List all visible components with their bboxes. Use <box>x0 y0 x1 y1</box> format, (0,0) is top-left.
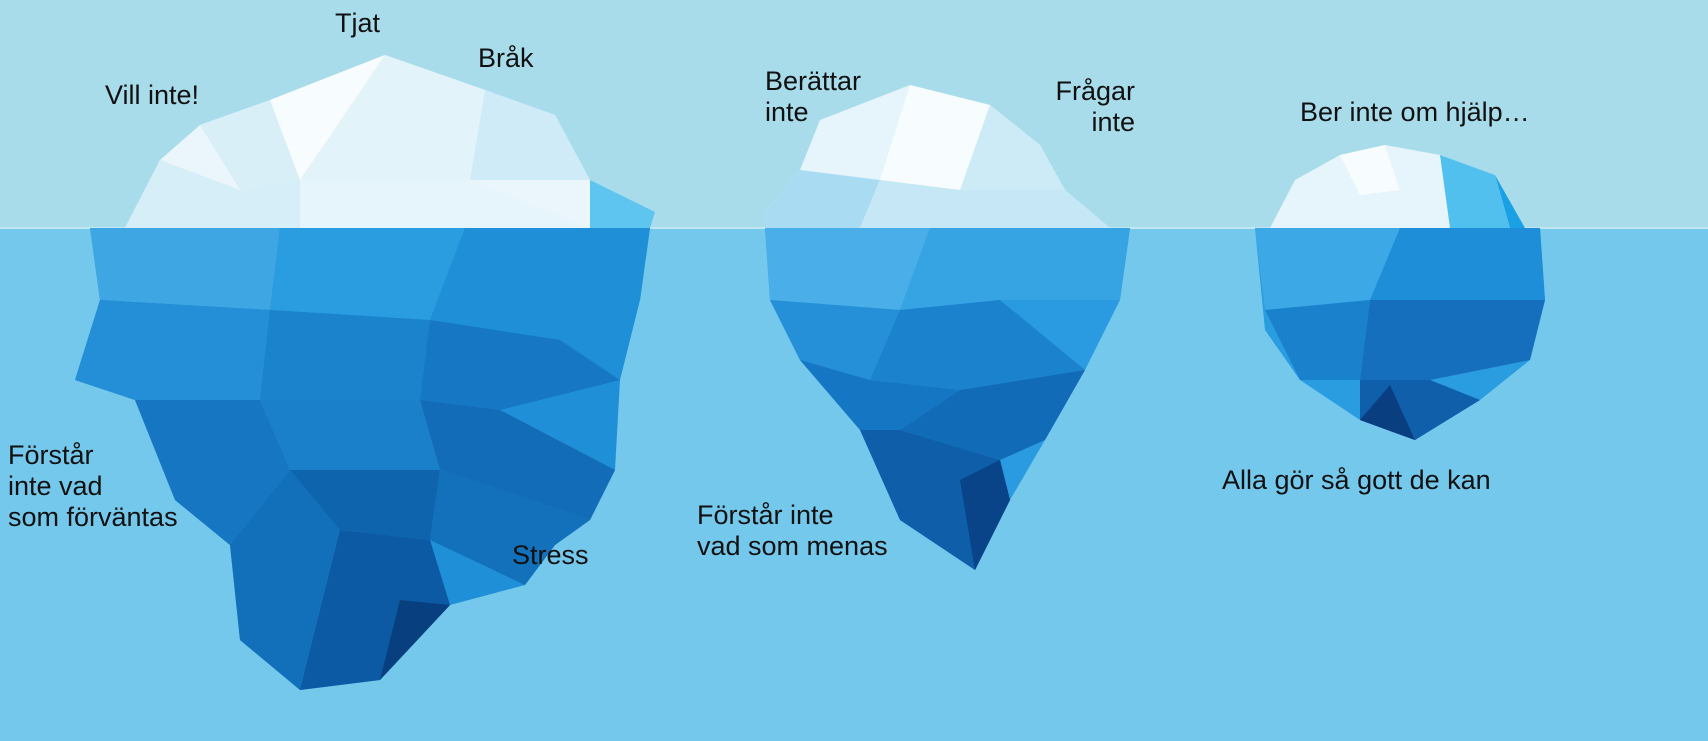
label-forstar-inte-vad-som-forvantas: Förstår inte vad som förväntas <box>8 440 178 533</box>
label-berattar-inte: Berättar inte <box>765 66 861 128</box>
label-brak: Bråk <box>478 43 534 74</box>
label-alla-gor-sa-gott-de-kan: Alla gör så gott de kan <box>1222 465 1491 496</box>
label-forstar-inte-vad-som-menas: Förstår inte vad som menas <box>697 500 888 562</box>
label-tjat: Tjat <box>335 8 380 39</box>
bottom-caption <box>60 700 1660 741</box>
label-vill-inte: Vill inte! <box>105 80 199 111</box>
label-stress: Stress <box>512 540 589 571</box>
label-ber-inte-om-hjalp: Ber inte om hjälp… <box>1300 97 1530 128</box>
label-fragar-inte: Frågar inte <box>1005 76 1135 138</box>
